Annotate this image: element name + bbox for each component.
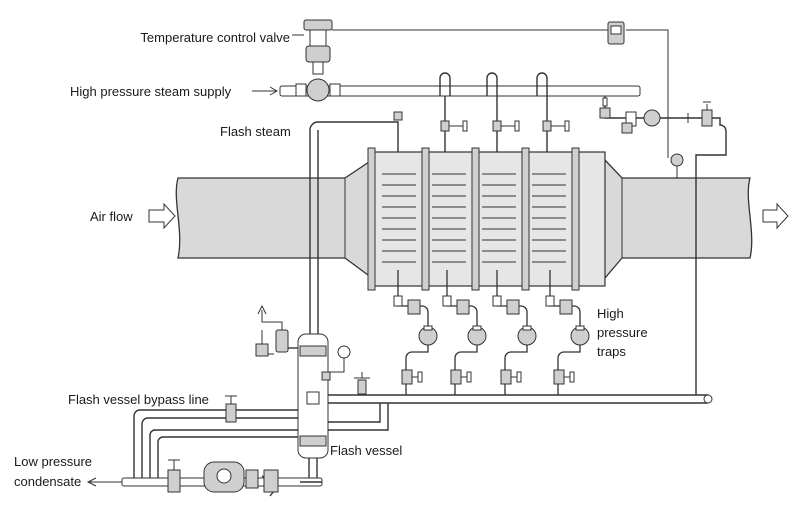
control-signal-line [332, 29, 669, 158]
bypass-line [133, 395, 389, 478]
trap-set [492, 270, 537, 395]
supply-line-trap-set [599, 96, 727, 395]
high-pressure-trap-sets [393, 270, 590, 395]
high-pressure-traps-label-3: traps [597, 344, 626, 359]
trap-set [393, 270, 438, 395]
coil-header [521, 147, 530, 291]
high-pressure-traps-label-2: pressure [597, 325, 648, 340]
trap-set [545, 270, 590, 395]
temperature-sensor-icon [670, 153, 684, 167]
flash-vessel-bypass-line-label: Flash vessel bypass line [68, 392, 209, 407]
low-pressure-condensate-label-1: Low pressure [14, 454, 92, 469]
heater-coil [367, 147, 606, 291]
steam-supply-arrow-icon [252, 86, 279, 96]
high-pressure-steam-supply-label: High pressure steam supply [70, 84, 232, 99]
condensate-main [325, 394, 708, 404]
coil-header [421, 147, 430, 291]
trap-set [442, 270, 487, 395]
temperature-control-valve-icon [295, 19, 341, 102]
low-pressure-condensate-label-2: condensate [14, 474, 81, 489]
coil-header [471, 147, 480, 291]
low-pressure-condensate-line [86, 459, 323, 497]
flash-vessel-label: Flash vessel [330, 443, 402, 458]
air-flow-out-arrow-icon [762, 202, 789, 230]
temperature-control-valve-label: Temperature control valve [140, 30, 290, 45]
flash-steam-line [309, 121, 399, 152]
steam-supply-header [279, 72, 641, 152]
coil-header [571, 147, 580, 291]
flash-steam-label: Flash steam [220, 124, 291, 139]
vacuum-breaker-icon [393, 111, 403, 121]
coil-header [367, 147, 376, 291]
air-flow-in-arrow-icon [148, 202, 176, 230]
flash-vessel-icon [255, 304, 370, 478]
high-pressure-traps-label-1: High [597, 306, 624, 321]
air-flow-label: Air flow [90, 209, 133, 224]
